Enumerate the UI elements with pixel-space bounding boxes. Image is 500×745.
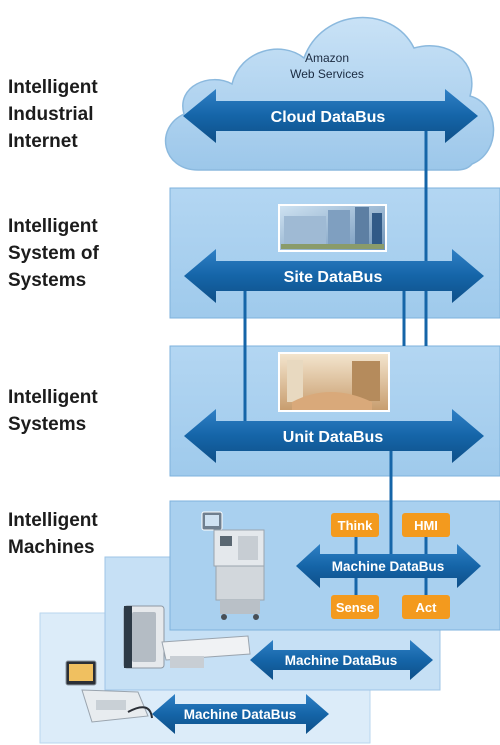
nurse-station-photo (278, 352, 390, 412)
layer-label-internet: Intelligent Industrial Internet (8, 74, 98, 155)
cloud-databus-arrow (183, 89, 478, 143)
layer-label-sos-line2: System of (8, 243, 99, 264)
tag-act-label: Act (416, 600, 438, 615)
machine-databus-label-1: Machine DataBus (332, 559, 445, 574)
tag-act: Act (402, 595, 450, 619)
layer-label-systems-line1: Intelligent (8, 387, 98, 408)
ultrasound-device-icon (65, 660, 153, 723)
site-databus-arrow (184, 249, 484, 303)
machine-databus-arrow-1 (296, 544, 481, 588)
layer-label-sos-line3: Systems (8, 270, 87, 291)
machine-databus-label-3: Machine DataBus (184, 707, 297, 722)
cloud-databus-label: Cloud DataBus (271, 109, 386, 126)
tag-think: Think (331, 513, 379, 537)
hospital-building-photo (278, 204, 387, 252)
cloud-shape (164, 16, 495, 171)
machine-databus-arrow-3 (152, 694, 329, 734)
ct-scanner-icon (123, 605, 251, 669)
layer-label-systems-line2: Systems (8, 414, 87, 435)
tag-hmi-label: HMI (414, 518, 438, 533)
layer-label-machines-line1: Intelligent (8, 510, 98, 531)
tag-think-label: Think (338, 518, 373, 533)
layer-label-internet-line1: Intelligent (8, 77, 98, 98)
layer-label-system-of-systems: Intelligent System of Systems (8, 213, 99, 294)
layer-label-systems: Intelligent Systems (8, 384, 98, 438)
site-databus-label: Site DataBus (284, 269, 383, 286)
anesthesia-machine-icon (201, 511, 265, 620)
machine-databus-label-2: Machine DataBus (285, 653, 398, 668)
unit-databus-label: Unit DataBus (283, 429, 384, 446)
layer-label-machines: Intelligent Machines (8, 507, 98, 561)
unit-databus-arrow (184, 409, 484, 463)
machine-databus-arrow-2 (250, 640, 433, 680)
cloud-provider-line2: Web Services (290, 67, 364, 81)
layer-label-internet-line3: Internet (8, 131, 78, 152)
tag-sense-label: Sense (336, 600, 374, 615)
tag-sense: Sense (331, 595, 379, 619)
layer-label-machines-line2: Machines (8, 537, 95, 558)
cloud-provider-line1: Amazon (305, 51, 349, 65)
tag-hmi: HMI (402, 513, 450, 537)
layer-label-internet-line2: Industrial (8, 104, 94, 125)
layer-label-sos-line1: Intelligent (8, 216, 98, 237)
